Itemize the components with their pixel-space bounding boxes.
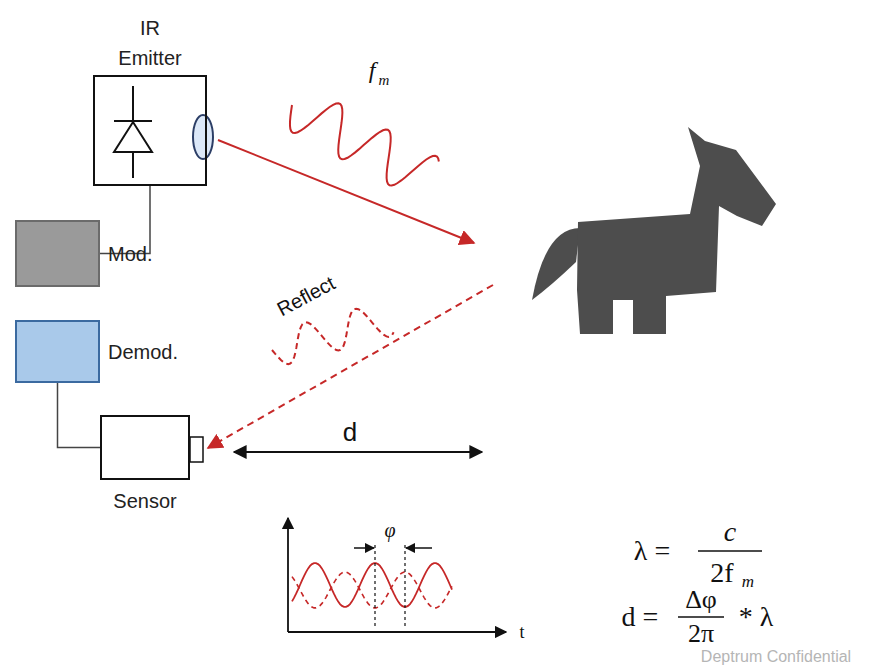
emitter-lens (193, 115, 213, 159)
node-label: Sensor (113, 486, 176, 516)
node-label: IR Emitter (110, 13, 190, 73)
formula-term: d = (622, 603, 659, 631)
phase-graph (288, 518, 506, 632)
received-signal (292, 572, 452, 608)
modulated-wave (290, 103, 439, 185)
formula-term: 2f (710, 559, 733, 587)
formula-term: 2π (688, 621, 714, 647)
formula-term: Δφ (685, 587, 717, 613)
formula-term: c (724, 518, 736, 546)
node-label: Mod. (108, 239, 152, 269)
diode-symbol (114, 86, 152, 178)
target-horse (532, 127, 776, 334)
reflect-label: Reflect (274, 273, 338, 320)
phase-label: φ (384, 520, 395, 540)
sent-signal (292, 563, 452, 607)
demodulator-box: Demod. (15, 320, 100, 383)
watermark: Deptrum Confidential (701, 649, 851, 665)
node-label: Demod. (108, 337, 178, 367)
distance-arrow (234, 451, 482, 453)
formula-term: λ = (634, 537, 670, 565)
formula-term: * λ (739, 603, 774, 631)
subscript: m (742, 573, 754, 590)
sensor-box: Sensor (100, 415, 190, 480)
distance-label: d (343, 419, 357, 445)
frequency-symbol: f (369, 58, 376, 82)
subscript: m (379, 73, 390, 88)
emitter-box: IR Emitter (93, 75, 207, 186)
wire (58, 383, 101, 448)
reflected-wave (272, 309, 394, 364)
axis-label: t (519, 623, 524, 641)
reflected-beam (208, 285, 493, 448)
sensor-window (190, 437, 203, 462)
modulator-box: Mod. (15, 220, 100, 287)
